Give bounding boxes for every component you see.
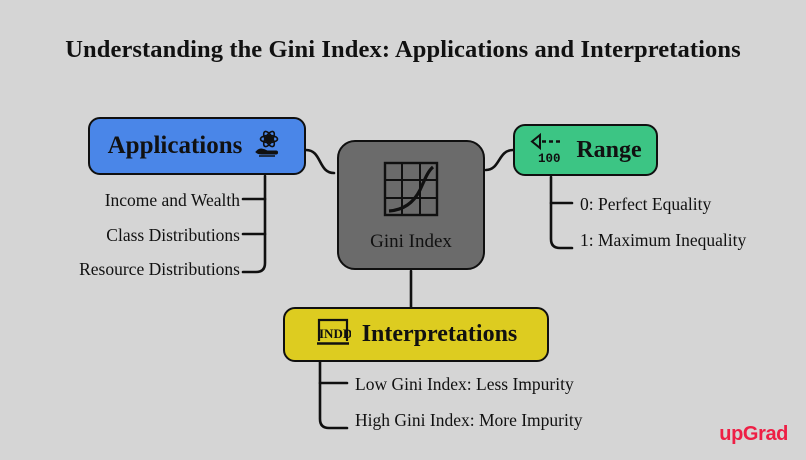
leaf-applications-2: Resource Distributions — [79, 259, 240, 279]
leaf-interpretations-0: Low Gini Index: Less Impurity — [355, 374, 574, 394]
leaf-range-1: 1: Maximum Inequality — [580, 230, 747, 250]
node-gini-index-caption: Gini Index — [370, 230, 452, 252]
bracket-range-spine — [549, 175, 574, 250]
connector-center-to-range — [484, 148, 515, 172]
bracket-applications-spine — [241, 174, 267, 274]
connector-applications-to-center — [304, 148, 336, 175]
node-gini-index[interactable]: Gini Index — [337, 140, 485, 270]
node-interpretations-label: Interpretations — [361, 321, 518, 347]
node-applications-label: Applications — [107, 132, 243, 159]
node-range[interactable]: 100 Range — [513, 124, 658, 176]
indd-document-icon: INDD — [315, 315, 352, 354]
node-range-label: Range — [576, 136, 642, 163]
svg-text:INDD: INDD — [319, 326, 351, 341]
leaf-range-0: 0: Perfect Equality — [580, 194, 712, 214]
atom-in-hand-icon — [252, 127, 286, 166]
bracket-interpretations-spine — [318, 360, 349, 430]
measure-range-100-icon: 100 — [529, 131, 567, 170]
node-interpretations[interactable]: INDD Interpretations — [283, 307, 549, 362]
node-applications[interactable]: Applications — [88, 117, 306, 175]
leaf-applications-1: Class Distributions — [106, 225, 240, 245]
svg-text:100: 100 — [538, 152, 561, 165]
page-title: Understanding the Gini Index: Applicatio… — [65, 36, 741, 63]
leaf-applications-0: Income and Wealth — [104, 190, 240, 210]
upgrad-logo: upGrad — [719, 423, 788, 445]
lorenz-curve-chart-icon — [380, 158, 442, 225]
leaf-interpretations-1: High Gini Index: More Impurity — [355, 410, 583, 430]
